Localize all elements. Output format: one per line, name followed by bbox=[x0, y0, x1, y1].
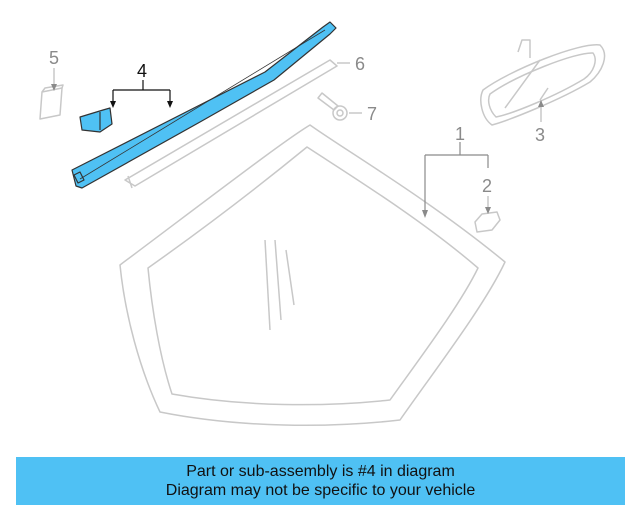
callout-5: 5 bbox=[49, 48, 59, 68]
clip-part-5 bbox=[39, 68, 64, 120]
rearview-mirror bbox=[480, 39, 606, 126]
callout-leader-4 bbox=[112, 80, 171, 104]
bracket-part-2 bbox=[474, 196, 501, 233]
parts-diagram: 1 2 3 4 5 6 7 bbox=[39, 21, 606, 426]
banner-line-2: Diagram may not be specific to your vehi… bbox=[165, 482, 476, 499]
clip-part-7 bbox=[317, 92, 362, 121]
callout-6: 6 bbox=[355, 54, 365, 74]
callout-1: 1 bbox=[455, 124, 465, 144]
info-banner: Part or sub-assembly is #4 in diagram Di… bbox=[16, 457, 625, 505]
garnish-strip bbox=[124, 59, 350, 189]
arrow-head bbox=[51, 84, 57, 91]
arrow-head bbox=[167, 101, 173, 108]
windshield bbox=[119, 124, 506, 426]
arrow-head bbox=[422, 210, 428, 218]
arrow-head bbox=[485, 207, 491, 214]
callout-3: 3 bbox=[535, 125, 545, 145]
highlighted-molding bbox=[71, 21, 337, 189]
callout-7: 7 bbox=[367, 104, 377, 124]
callout-4: 4 bbox=[137, 61, 147, 81]
callout-leader-1 bbox=[424, 142, 489, 215]
arrow-head bbox=[538, 100, 544, 107]
callout-2: 2 bbox=[482, 176, 492, 196]
banner-line-1: Part or sub-assembly is #4 in diagram bbox=[186, 463, 455, 480]
arrow-head bbox=[110, 101, 116, 108]
